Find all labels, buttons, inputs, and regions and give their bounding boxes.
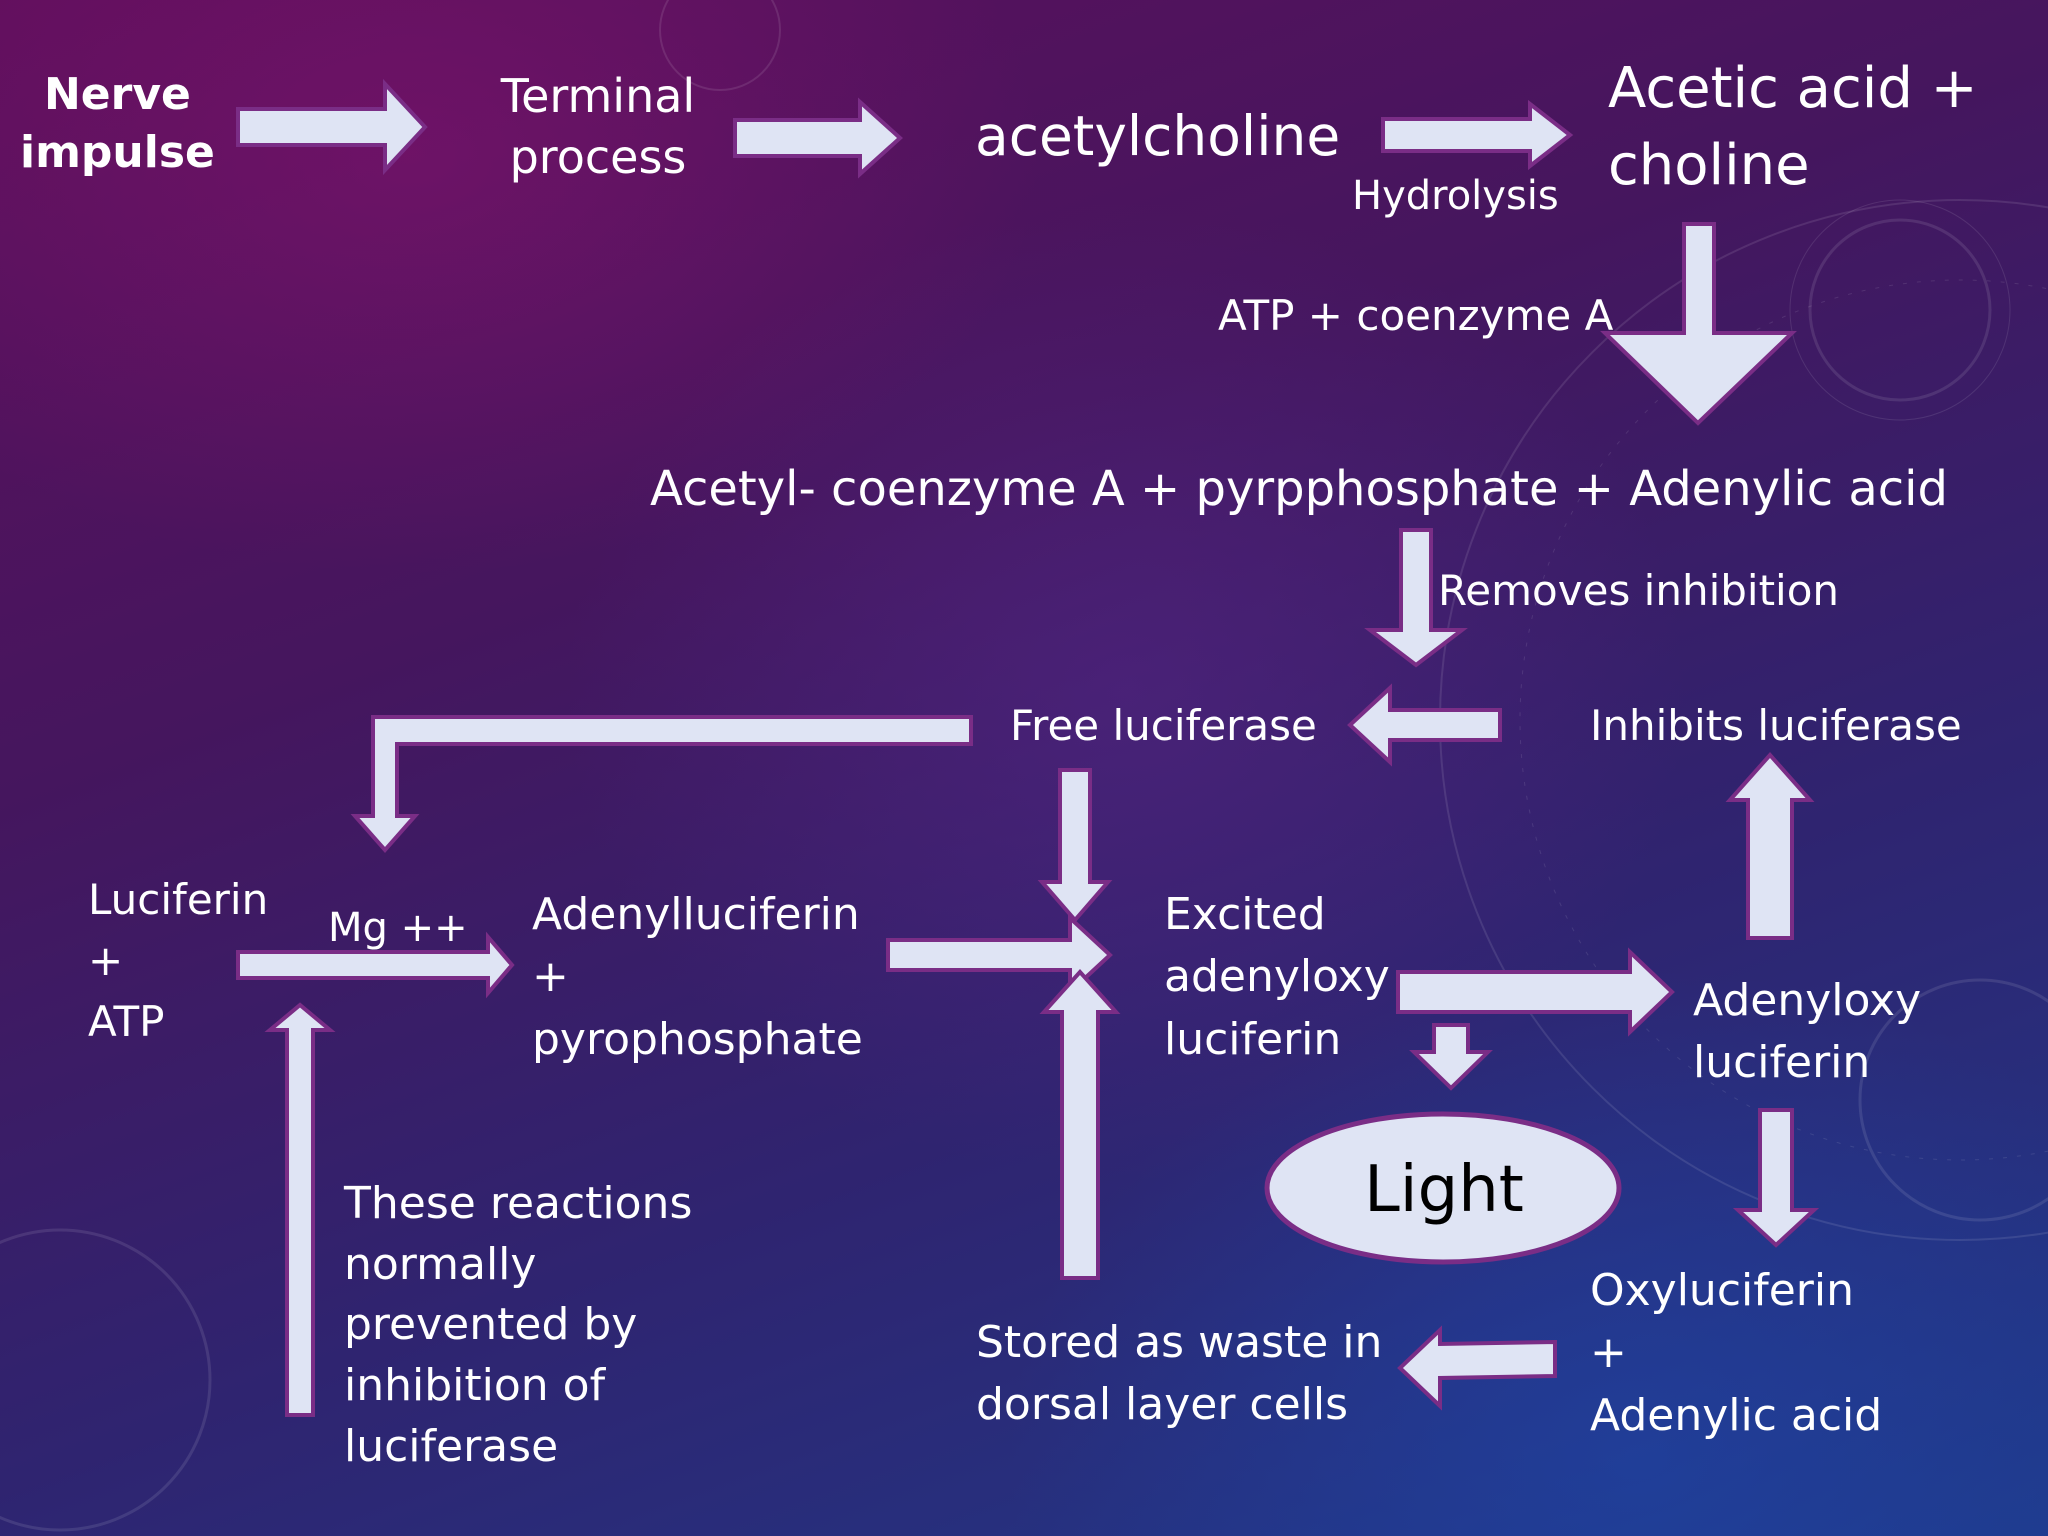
stored-as-waste-label: Stored as waste in dorsal layer cells <box>976 1317 1383 1431</box>
nerve-impulse-label: Nerve impulse <box>20 69 215 179</box>
arrow-free-luciferase-down <box>1037 768 1113 924</box>
removes-inhibition-label: Removes inhibition <box>1438 566 1840 615</box>
arrow-to-free-luciferase <box>1347 683 1502 767</box>
arrow-free-to-luciferin-reaction <box>350 715 973 854</box>
adenylluciferin-label: Adenylluciferin + pyrophosphate <box>532 889 863 1065</box>
hydrolysis-label: Hydrolysis <box>1352 173 1559 219</box>
oxyluciferin-label: Oxyluciferin + Adenylic acid <box>1590 1265 1883 1441</box>
adenyloxy-luciferin-label: Adenyloxy luciferin <box>1693 975 1922 1089</box>
arrow-hydrolysis <box>1381 99 1574 171</box>
arrow-removes-inhibition <box>1364 528 1468 668</box>
acetic-acid-choline-label: Acetic acid + choline <box>1608 56 1978 199</box>
arrow-adenyloxy-to-inhibits <box>1725 751 1815 940</box>
arrow-terminal-to-acetylcholine <box>733 97 903 179</box>
acetyl-coenzyme-line: Acetyl- coenzyme A + pyrpphosphate + Ade… <box>650 461 1948 517</box>
atp-coenzyme-label: ATP + coenzyme A <box>1218 291 1614 340</box>
mg-label: Mg ++ <box>328 905 468 951</box>
luciferin-atp-label: Luciferin + ATP <box>88 875 269 1046</box>
arrow-stored-waste-up <box>1039 969 1121 1280</box>
arrow-excited-to-adenyloxy <box>1396 947 1675 1037</box>
arrow-excited-to-light <box>1409 1023 1493 1091</box>
light-label: Light <box>1364 1153 1524 1227</box>
arrow-to-acetyl-coenzyme <box>1600 222 1797 426</box>
arrow-nerve-to-terminal <box>236 78 428 176</box>
arrow-note-up <box>264 1002 336 1417</box>
arrow-oxyluciferin-to-stored <box>1397 1325 1557 1411</box>
arrow-mg-reaction <box>236 931 515 999</box>
arrow-adenylluciferin-to-excited <box>886 913 1113 997</box>
terminal-process-label: Terminal process <box>500 69 696 184</box>
reactions-note-label: These reactions normally prevented by in… <box>344 1178 693 1472</box>
excited-adenyloxy-label: Excited adenyloxy luciferin <box>1164 889 1390 1065</box>
free-luciferase-label: Free luciferase <box>1010 701 1317 750</box>
arrow-adenyloxy-to-oxyluciferin <box>1732 1108 1820 1248</box>
inhibits-luciferase-label: Inhibits luciferase <box>1590 701 1962 750</box>
light-ellipse <box>1264 1111 1622 1265</box>
acetylcholine-label: acetylcholine <box>975 104 1341 168</box>
